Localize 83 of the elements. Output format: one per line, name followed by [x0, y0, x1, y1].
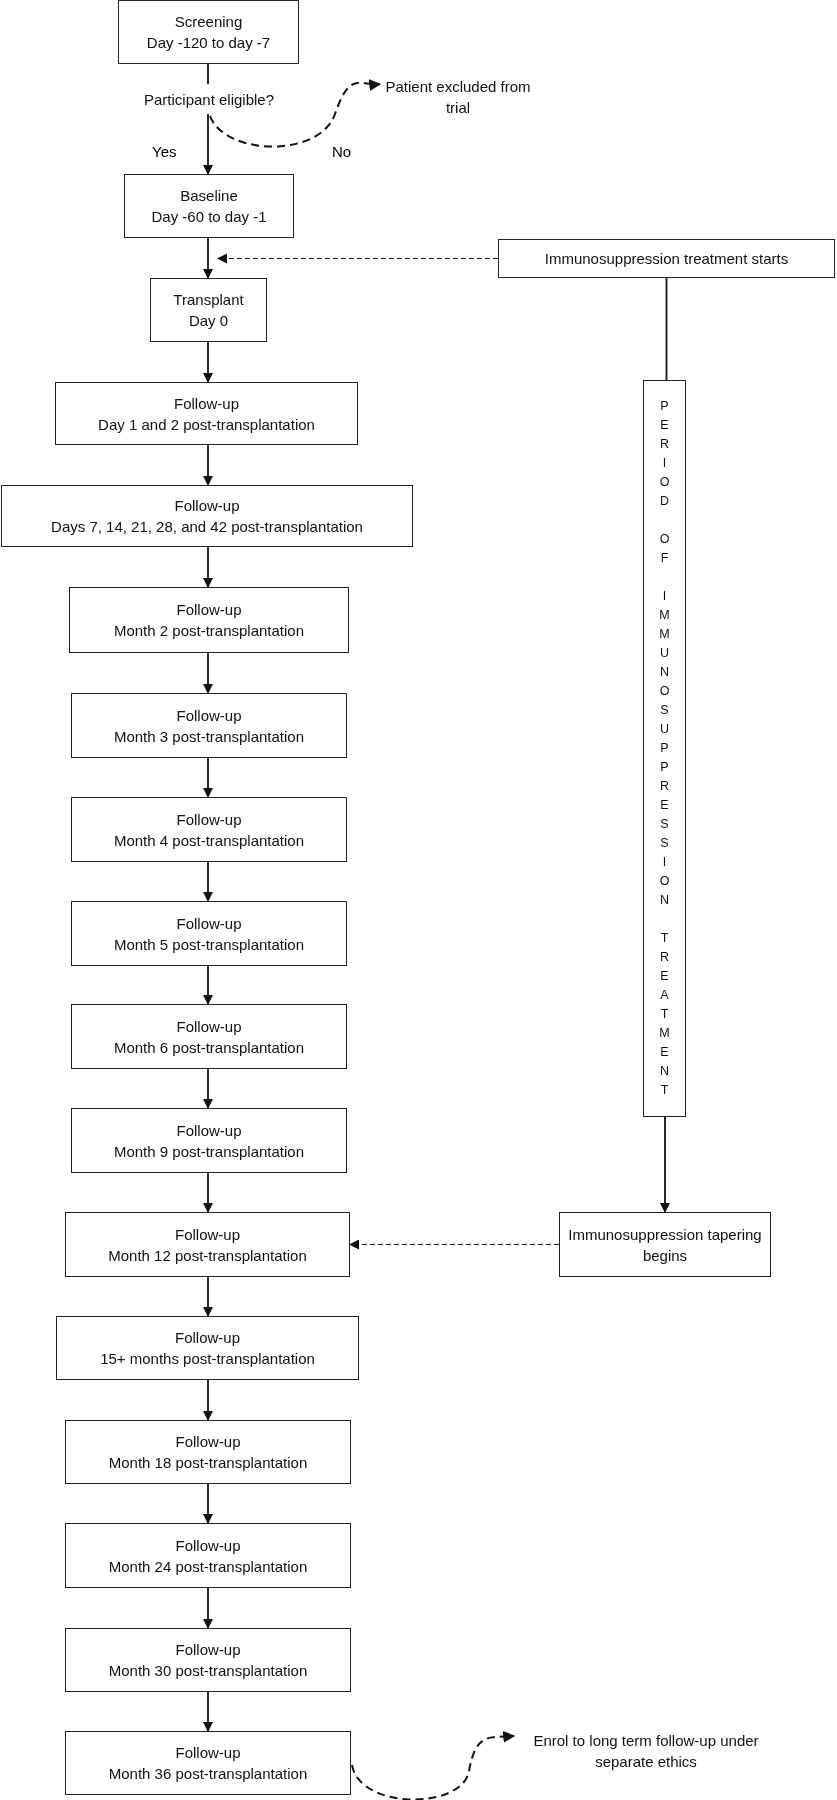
arrow: [203, 1691, 213, 1732]
node-text: Immunosuppression tapering begins: [567, 1224, 763, 1266]
node-text: Follow-up: [174, 393, 239, 414]
arrow: [203, 1483, 213, 1524]
arrow: [203, 861, 213, 902]
process-box: [65, 1731, 351, 1795]
process-box: [1, 485, 413, 547]
node-text: Participant eligible?: [143, 89, 275, 110]
arrow: [660, 1116, 670, 1213]
process-box: [71, 1004, 347, 1069]
node-text: Day 1 and 2 post-transplantation: [98, 414, 315, 435]
node-text: Follow-up: [175, 1224, 240, 1245]
node-text: Day -120 to day -7: [146, 33, 271, 53]
node-text: Month 4 post-transplantation: [113, 830, 305, 851]
node-text: Follow-up: [176, 1016, 242, 1037]
node-text: Month 36 post-transplantation: [108, 1764, 308, 1784]
arrow: [203, 757, 213, 798]
node-text: Follow-up: [176, 705, 242, 726]
connector-line: [665, 277, 668, 381]
connector-line: [207, 63, 209, 85]
arrow: [203, 237, 213, 279]
process-box: [69, 587, 349, 653]
node-text: Enrol to long term follow-up under separate ethics: [532, 1731, 760, 1772]
node-text: Month 6 post-transplantation: [113, 1037, 305, 1058]
arrow: [203, 1276, 213, 1317]
process-box: [498, 239, 835, 278]
arrow: [349, 1239, 560, 1250]
node-text: Follow-up: [174, 496, 240, 516]
node-text: Day 0: [188, 311, 229, 331]
node-text: Month 5 post-transplantation: [113, 934, 305, 955]
arrow: [203, 1379, 213, 1421]
process-box: [65, 1523, 351, 1588]
node-text: Follow-up: [175, 1328, 240, 1348]
vertical-text: PERIOD OF IMMUNOSUPPRESSION TREATMENT: [659, 398, 670, 1099]
node-text: Month 18 post-transplantation: [108, 1453, 308, 1473]
arrow: [203, 1068, 213, 1109]
node-text: 15+ months post-transplantation: [100, 1349, 315, 1369]
node-text: Follow-up: [176, 913, 242, 934]
process-box: [55, 382, 358, 445]
arrow: [203, 546, 213, 588]
node-text: Follow-up: [176, 1120, 242, 1141]
node-text: Day -60 to day -1: [151, 207, 267, 227]
process-box: [118, 0, 299, 64]
node-text: Month 30 post-transplantation: [108, 1661, 308, 1681]
process-box: [559, 1212, 771, 1277]
node-text: Month 2 post-transplantation: [113, 621, 305, 641]
arrow: [203, 444, 213, 486]
node-text: Month 24 post-transplantation: [108, 1556, 308, 1577]
node-text: Immunosuppression treatment starts: [544, 249, 789, 269]
process-box: [124, 174, 294, 238]
period-bar: [643, 380, 686, 1117]
curved-arrow: [351, 1730, 516, 1800]
node-text: Baseline: [180, 186, 238, 206]
node-text: Follow-up: [175, 1535, 241, 1556]
process-box: [65, 1212, 350, 1277]
process-box: [71, 693, 347, 758]
process-box: [65, 1420, 351, 1484]
process-box: [71, 1108, 347, 1173]
node-text: Screening: [174, 12, 243, 32]
curved-arrow: [209, 78, 382, 148]
node-text: Follow-up: [175, 1743, 241, 1763]
arrow: [203, 1587, 213, 1629]
arrow: [203, 1172, 213, 1213]
process-box: [150, 278, 267, 342]
arrow: [203, 965, 213, 1005]
arrow: [203, 113, 213, 175]
node-text: Month 3 post-transplantation: [113, 726, 305, 747]
node-text: Patient excluded from trial: [384, 77, 532, 118]
node-text: Month 9 post-transplantation: [113, 1141, 305, 1162]
node-text: Days 7, 14, 21, 28, and 42 post-transplantation: [51, 517, 363, 537]
process-box: [65, 1628, 351, 1692]
process-box: [71, 901, 347, 966]
node-text: Follow-up: [175, 1432, 241, 1452]
process-box: [71, 797, 347, 862]
node-text: Month 12 post-transplantation: [108, 1245, 307, 1266]
arrow: [203, 341, 213, 383]
process-box: [56, 1316, 359, 1380]
node-text: Follow-up: [176, 809, 242, 830]
arrow: [203, 652, 213, 694]
node-text: Follow-up: [175, 1640, 241, 1660]
node-text: Transplant: [173, 290, 244, 310]
arrow: [217, 253, 499, 264]
node-text: Follow-up: [176, 600, 242, 620]
